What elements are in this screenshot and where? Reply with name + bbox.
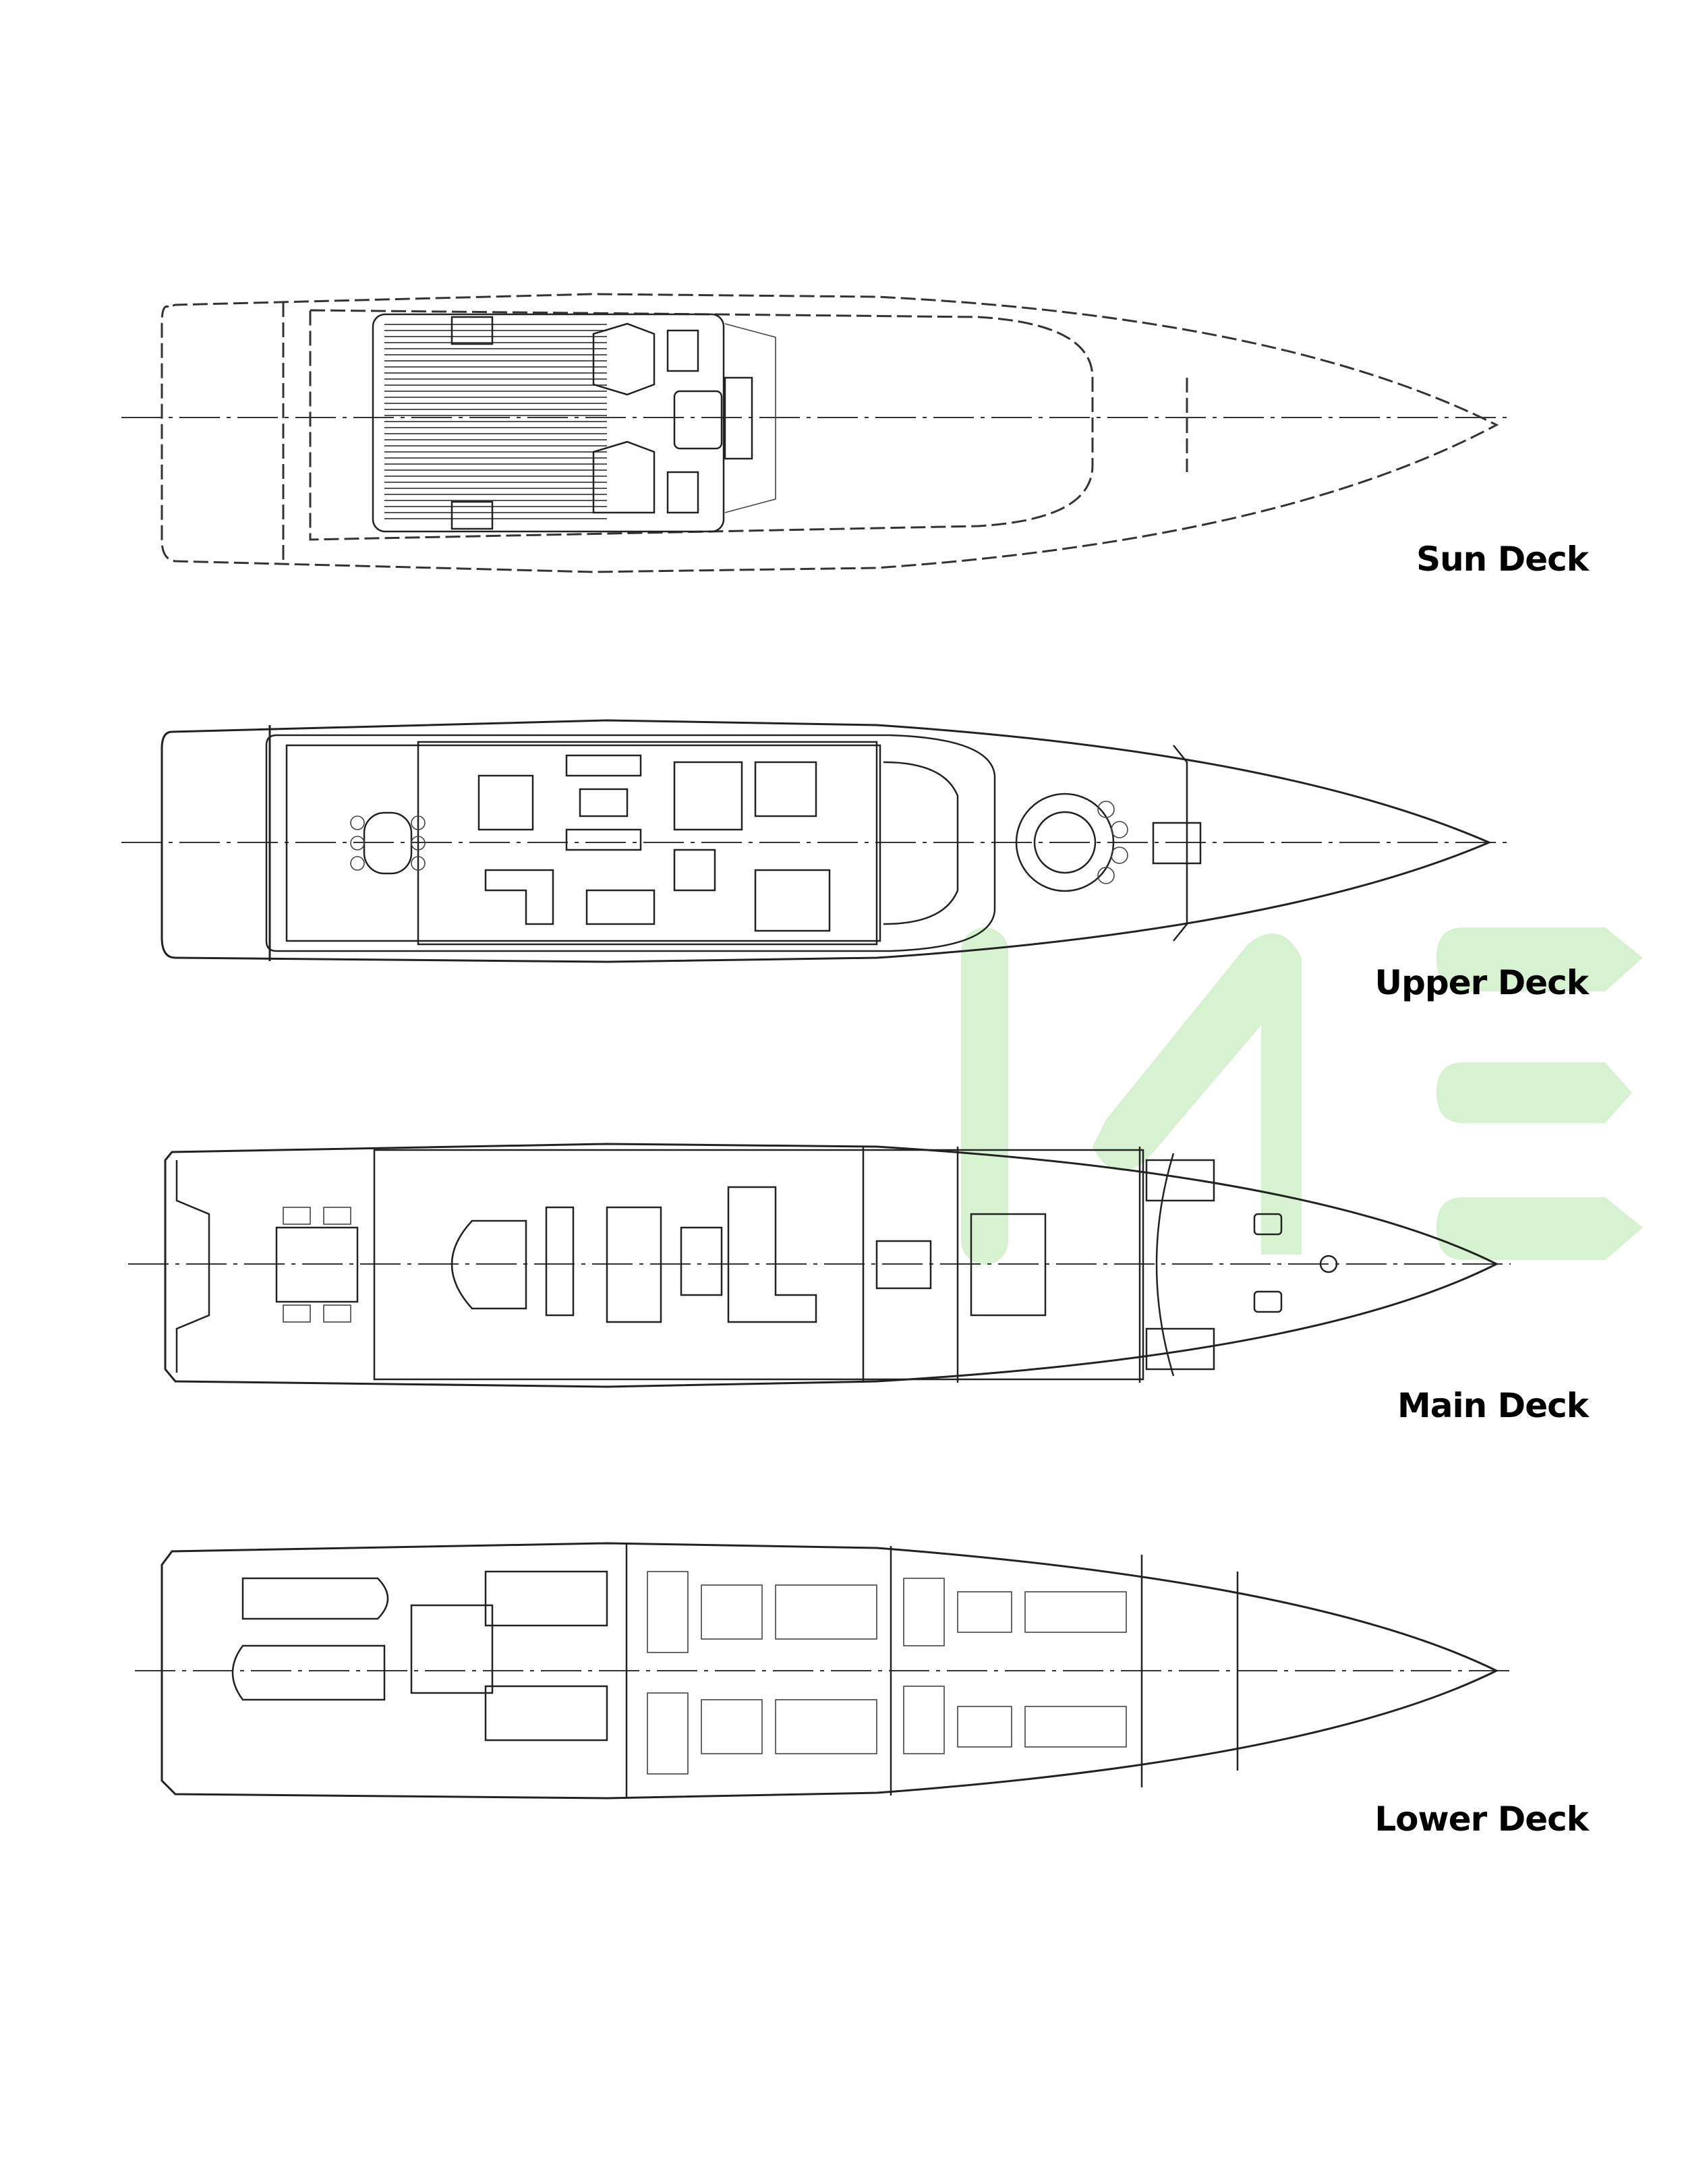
main-deck-plan — [128, 1143, 1511, 1388]
sun-deck-plan — [121, 293, 1511, 573]
deck-label-upper: Upper Deck — [1374, 963, 1589, 1002]
lower-deck-plan — [135, 1542, 1511, 1800]
watermark-logo — [961, 927, 1643, 1265]
deck-label-main: Main Deck — [1397, 1386, 1589, 1425]
deck-label-sun: Sun Deck — [1416, 540, 1589, 579]
deck-label-lower: Lower Deck — [1374, 1800, 1589, 1839]
upper-deck-plan — [121, 719, 1511, 963]
